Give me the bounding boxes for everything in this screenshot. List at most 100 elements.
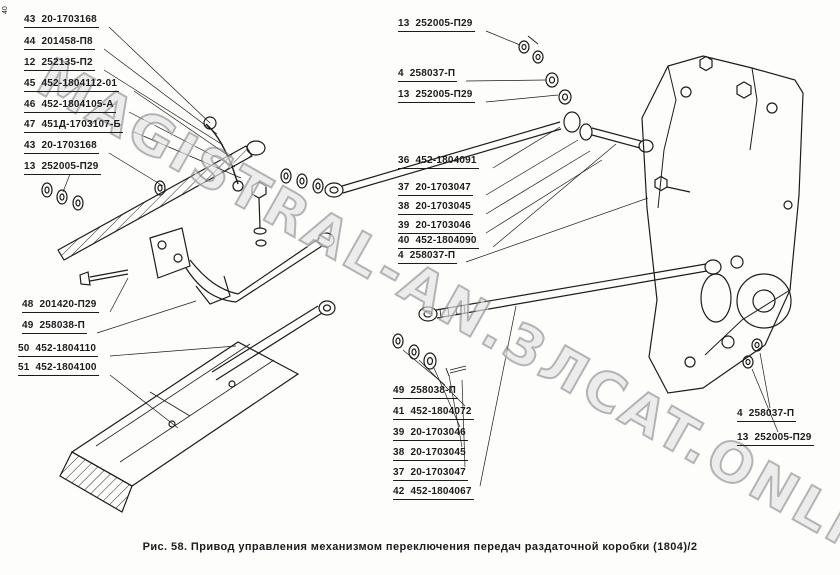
part-position-number: 38 [398, 201, 410, 212]
part-code: 452-1804100 [35, 362, 97, 373]
part-label: 51 452-1804100 [18, 362, 99, 376]
part-label: 4 258037-П [398, 250, 458, 264]
part-label: 39 20-1703046 [393, 427, 468, 441]
part-code: 451Д-1703107-Б [41, 119, 121, 130]
lever-cluster [149, 116, 335, 305]
part-code: 252005-П29 [41, 161, 99, 172]
part-position-number: 46 [24, 99, 36, 110]
washers-top [518, 35, 572, 105]
figure-caption: Рис. 58. Привод управления механизмом пе… [142, 541, 698, 553]
part-position-number: 47 [24, 119, 36, 130]
part-code: 452-1804091 [415, 155, 477, 166]
bolt-left [79, 269, 129, 286]
part-label: 37 20-1703047 [398, 182, 473, 196]
part-label: 4 258037-П [737, 408, 797, 422]
part-code: 20-1703045 [410, 447, 466, 458]
part-label: 13 252005-П29 [398, 89, 475, 103]
part-label: 43 20-1703168 [24, 140, 99, 154]
part-label: 41 452-1804072 [393, 406, 474, 420]
mounting-bracket [641, 55, 804, 394]
washers-left [41, 180, 166, 211]
part-position-number: 12 [24, 57, 36, 68]
part-position-number: 49 [22, 320, 34, 331]
part-position-number: 48 [22, 299, 34, 310]
part-label: 50 452-1804110 [18, 343, 99, 357]
part-label: 37 20-1703047 [393, 467, 468, 481]
part-position-number: 49 [393, 385, 405, 396]
part-code: 452-1804072 [410, 406, 472, 417]
page-corner-mark: 40 [2, 6, 9, 14]
part-code: 252135-П2 [41, 57, 93, 68]
part-label: 42 452-1804067 [393, 486, 474, 500]
part-label: 39 20-1703046 [398, 220, 473, 234]
control-housing [59, 341, 300, 513]
part-code: 258038-П [39, 320, 86, 331]
part-position-number: 13 [398, 18, 410, 29]
part-position-number: 50 [18, 343, 30, 354]
part-position-number: 39 [393, 427, 405, 438]
part-code: 252005-П29 [415, 89, 473, 100]
lower-rod [418, 259, 722, 322]
part-code: 258037-П [748, 408, 795, 419]
part-label: 13 252005-П29 [24, 161, 101, 175]
part-code: 201420-П29 [39, 299, 97, 310]
part-position-number: 42 [393, 486, 405, 497]
part-code: 258037-П [409, 250, 456, 261]
upper-rod [324, 111, 654, 198]
part-code: 258038-П [410, 385, 457, 396]
part-position-number: 13 [398, 89, 410, 100]
washers-mid [280, 168, 324, 194]
part-position-number: 51 [18, 362, 30, 373]
part-position-number: 4 [398, 250, 404, 261]
part-position-number: 36 [398, 155, 410, 166]
part-code: 452-1804067 [410, 486, 472, 497]
part-position-number: 40 [398, 235, 410, 246]
part-code: 452-1804112-01 [41, 78, 118, 89]
part-label: 36 452-1804091 [398, 155, 479, 169]
part-position-number: 37 [393, 467, 405, 478]
part-position-number: 44 [24, 36, 36, 47]
washers-bottom [392, 333, 467, 377]
part-label: 44 201458-П8 [24, 36, 95, 50]
part-label: 13 252005-П29 [398, 18, 475, 32]
shift-lever [211, 300, 336, 381]
part-code: 20-1703046 [415, 220, 471, 231]
part-position-number: 39 [398, 220, 410, 231]
part-code: 452-1804110 [35, 343, 97, 354]
part-label: 49 258038-П [393, 385, 459, 399]
shift-rail-rod [57, 140, 266, 261]
part-code: 20-1703168 [41, 14, 97, 25]
part-position-number: 4 [398, 68, 404, 79]
part-position-number: 41 [393, 406, 405, 417]
part-label: 43 20-1703168 [24, 14, 99, 28]
part-label: 45 452-1804112-01 [24, 78, 120, 92]
part-position-number: 37 [398, 182, 410, 193]
part-position-number: 13 [737, 432, 749, 443]
part-code: 201458-П8 [41, 36, 93, 47]
part-label: 38 20-1703045 [393, 447, 468, 461]
part-code: 20-1703047 [415, 182, 471, 193]
part-label: 49 258038-П [22, 320, 88, 334]
part-code: 20-1703047 [410, 467, 466, 478]
leader-lines [62, 26, 779, 487]
part-position-number: 45 [24, 78, 36, 89]
part-code: 20-1703168 [41, 140, 97, 151]
part-position-number: 38 [393, 447, 405, 458]
part-code: 252005-П29 [754, 432, 812, 443]
part-code: 252005-П29 [415, 18, 473, 29]
part-code: 20-1703046 [410, 427, 466, 438]
part-label: 12 252135-П2 [24, 57, 95, 71]
part-position-number: 43 [24, 14, 36, 25]
washers-right [742, 338, 763, 369]
part-label: 47 451Д-1703107-Б [24, 119, 123, 133]
part-label: 48 201420-П29 [22, 299, 99, 313]
part-position-number: 13 [24, 161, 36, 172]
part-position-number: 4 [737, 408, 743, 419]
part-position-number: 43 [24, 140, 36, 151]
